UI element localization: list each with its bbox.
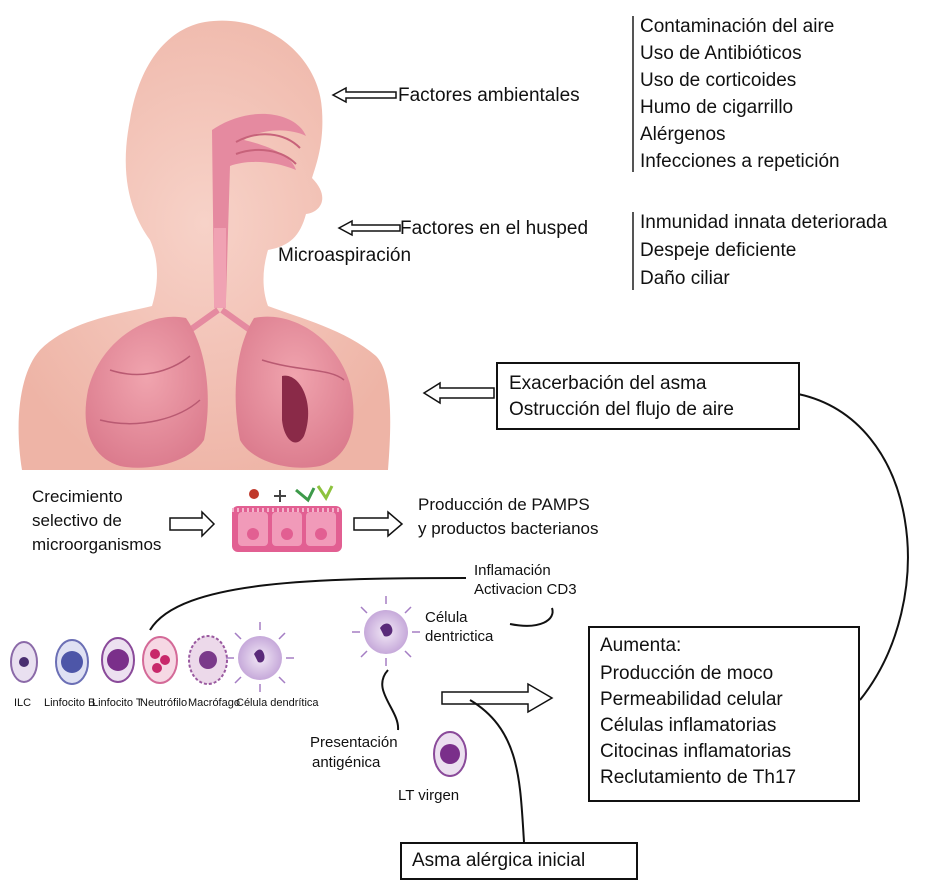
list-item: Uso de corticoides <box>640 71 796 90</box>
arrow-exacerbation <box>424 383 494 403</box>
list-item: Infecciones a repetición <box>640 152 840 171</box>
list-item: Producción de moco <box>600 664 773 683</box>
increases-box: Aumenta: Producción de moco Permeabilida… <box>588 626 860 802</box>
list-item: Citocinas inflamatorias <box>600 742 791 761</box>
cell-label: Neutrófilo <box>140 698 187 709</box>
environmental-factors-label: Factores ambientales <box>398 86 580 105</box>
text-line: Crecimiento <box>32 488 123 505</box>
list-item: Inmunidad innata deteriorada <box>640 213 887 232</box>
arrow-environmental <box>333 88 396 102</box>
cell-t-lymphocyte <box>102 638 134 682</box>
host-factors-label: Factores en el husped <box>400 219 588 238</box>
cell-dendritic-row <box>226 622 294 692</box>
arrow-host <box>339 221 400 235</box>
cell-label: Célula dendrítica <box>236 698 319 709</box>
text-line: dentrictica <box>425 629 493 644</box>
arrow-tissue-to-pamps <box>354 512 402 536</box>
curve-dendritic-to-antigen <box>382 670 398 730</box>
list-item: Uso de Antibióticos <box>640 44 802 63</box>
immune-cells <box>11 622 294 692</box>
cell-macrophage <box>189 636 227 684</box>
text-line: Activacion CD3 <box>474 582 577 597</box>
cell-label: ILC <box>14 698 31 709</box>
list-item: Células inflamatorias <box>600 716 776 735</box>
list-item: Humo de cigarrillo <box>640 98 793 117</box>
epithelium-illustration <box>232 486 342 552</box>
cell-b-lymphocyte <box>56 640 88 684</box>
increases-title: Aumenta: <box>600 636 681 655</box>
text-line: Inflamación <box>474 563 551 578</box>
list-item: Alérgenos <box>640 125 726 144</box>
exacerbation-line: Ostrucción del flujo de aire <box>509 400 734 419</box>
naive-t-cell-label: LT virgen <box>398 788 459 803</box>
text-line: Célula <box>425 610 468 625</box>
arrow-growth-to-tissue <box>170 512 214 536</box>
text-line: selectivo de <box>32 512 122 529</box>
curve-dendritic-hook <box>510 608 553 626</box>
list-item: Daño ciliar <box>640 269 730 288</box>
text-line: Presentación <box>310 735 398 750</box>
cell-label: Linfocito B <box>44 698 95 709</box>
curve-inflammation-to-cells <box>150 578 466 630</box>
cell-neutrophil <box>143 637 177 683</box>
naive-t-cell-illustration <box>434 732 466 776</box>
exacerbation-box: Exacerbación del asma Ostrucción del flu… <box>496 362 800 430</box>
dendritic-cell-illustration <box>352 596 420 666</box>
microaspiration-label: Microaspiración <box>278 246 411 265</box>
exacerbation-line: Exacerbación del asma <box>509 374 707 393</box>
text-line: Producción de PAMPS <box>418 496 590 513</box>
list-item: Despeje deficiente <box>640 241 796 260</box>
text-line: microorganismos <box>32 536 161 553</box>
list-item: Permeabilidad celular <box>600 690 783 709</box>
curve-initial-to-arrow <box>470 700 524 842</box>
initial-asthma-box: Asma alérgica inicial <box>400 842 638 880</box>
cell-label: Macrófago <box>188 698 240 709</box>
initial-asthma-label: Asma alérgica inicial <box>412 851 585 870</box>
list-item: Reclutamiento de Th17 <box>600 768 796 787</box>
cell-label: Linfocito T <box>92 698 143 709</box>
text-line: antigénica <box>312 755 380 770</box>
arrow-to-increases <box>442 684 552 712</box>
list-item: Contaminación del aire <box>640 17 834 36</box>
cell-ilc <box>11 642 37 682</box>
text-line: y productos bacterianos <box>418 520 599 537</box>
